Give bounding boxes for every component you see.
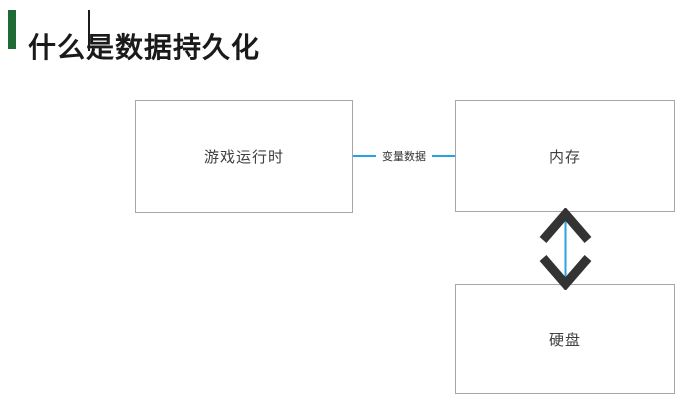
edge-line-left [353,155,376,157]
page-title: 什么是数据持久化 [28,31,261,63]
chevron-up-icon [539,208,592,243]
node-memory-label: 内存 [548,148,581,166]
text-caret [88,10,90,51]
edge-label: 变量数据 [382,151,426,163]
title-accent-bar [8,10,16,49]
node-game-runtime-label: 游戏运行时 [203,149,284,166]
node-memory: 内存 [455,100,675,212]
double-arrow-icon [539,208,592,290]
chevron-down-icon [539,255,592,290]
edge-line-right [432,155,455,157]
edge-runtime-to-memory: 变量数据 [353,146,455,166]
node-disk-label: 硬盘 [548,331,581,349]
node-game-runtime: 游戏运行时 [135,100,353,213]
node-disk: 硬盘 [455,284,675,394]
